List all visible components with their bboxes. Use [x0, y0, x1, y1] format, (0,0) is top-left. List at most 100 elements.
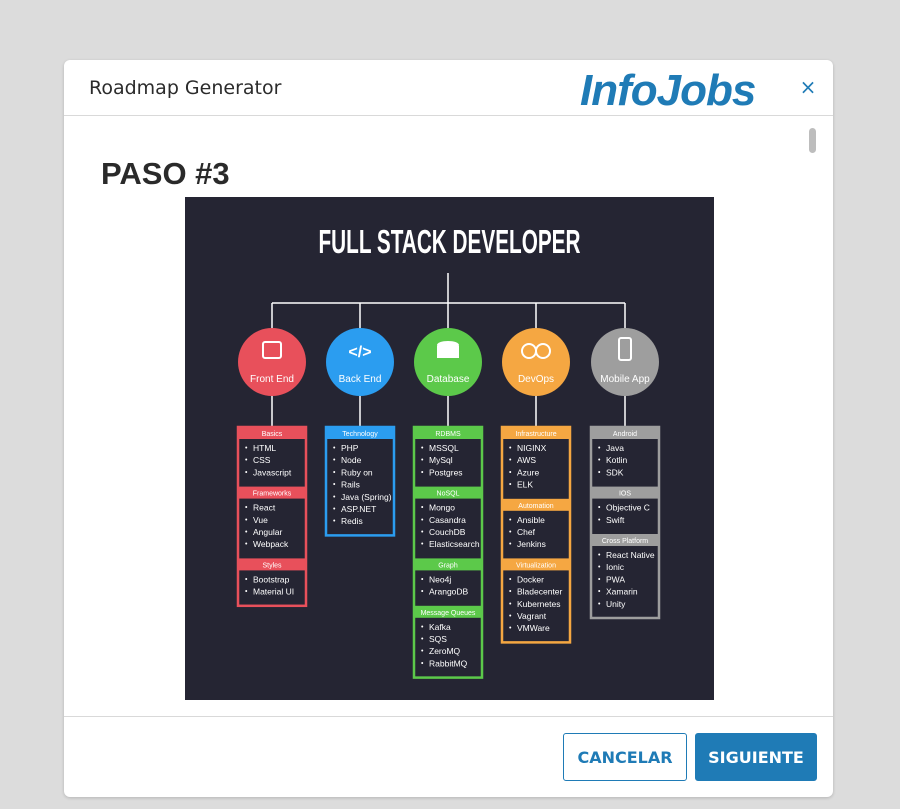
group-title: Automation: [518, 503, 554, 510]
group-title: RDBMS: [435, 431, 461, 438]
cancel-button[interactable]: CANCELAR: [563, 733, 687, 781]
bullet: •: [245, 505, 248, 512]
group-item: Kotlin: [606, 455, 628, 465]
bullet: •: [598, 517, 601, 524]
mobile-phone-icon: [618, 337, 632, 361]
group-title: Virtualization: [516, 562, 556, 569]
bullet: •: [421, 529, 424, 536]
bullet: •: [421, 517, 424, 524]
group-item: Azure: [517, 467, 539, 477]
category-label-database: Database: [427, 374, 470, 385]
group-item: Kubernetes: [517, 599, 560, 609]
close-icon[interactable]: ×: [799, 75, 817, 99]
group-item: CSS: [253, 455, 271, 465]
bullet: •: [421, 541, 424, 548]
step-title: PASO #3: [101, 156, 230, 191]
group-item: HTML: [253, 443, 276, 453]
category-box-mobile-app: [589, 425, 661, 620]
bullet: •: [598, 457, 601, 464]
group-item: Javascript: [253, 467, 292, 477]
group-item: Bladecenter: [517, 587, 563, 597]
group-item: Chef: [517, 527, 536, 537]
bullet: •: [421, 636, 424, 643]
bullet: •: [333, 506, 336, 513]
category-circle-devops: [502, 328, 570, 396]
bullet: •: [509, 576, 512, 583]
bullet: •: [509, 482, 512, 489]
group-header-front-end: [238, 558, 306, 571]
group-header-back-end: [326, 427, 394, 439]
group-header-mobile-app: [591, 534, 659, 546]
group-title: Styles: [262, 562, 282, 569]
bullet: •: [509, 589, 512, 596]
bullet: •: [509, 613, 512, 620]
group-header-devops: [502, 427, 570, 439]
group-item: Webpack: [253, 539, 289, 549]
group-item: Ansible: [517, 515, 545, 525]
group-title: Message Queues: [421, 610, 476, 617]
category-box-database: [412, 425, 484, 679]
bullet: •: [245, 469, 248, 476]
bullet: •: [333, 457, 336, 464]
group-item: ASP.NET: [341, 504, 376, 514]
scrollbar-thumb[interactable]: [809, 128, 816, 153]
group-title: NoSQL: [437, 491, 460, 498]
bullet: •: [509, 469, 512, 476]
group-title: Cross Platform: [602, 538, 648, 545]
group-title: Basics: [262, 431, 283, 438]
bullet: •: [421, 589, 424, 596]
group-item: Java (Spring): [341, 492, 392, 502]
group-item: Objective C: [606, 503, 650, 513]
group-title: IOS: [619, 491, 631, 498]
bullet: •: [245, 445, 248, 452]
group-header-mobile-app: [591, 486, 659, 499]
bullet: •: [598, 601, 601, 608]
group-item: SDK: [606, 467, 624, 477]
group-item: Java: [606, 443, 624, 453]
group-item: React Native: [606, 550, 655, 560]
category-box-front-end: [236, 425, 308, 608]
bullet: •: [598, 576, 601, 583]
group-item: PWA: [606, 574, 625, 584]
bullet: •: [333, 469, 336, 476]
category-box-devops: [500, 425, 572, 644]
group-title: Technology: [342, 431, 378, 438]
bullet: •: [421, 624, 424, 631]
bullet: •: [333, 482, 336, 489]
category-label-back-end: Back End: [339, 374, 382, 385]
category-circle-mobile-app: [591, 328, 659, 396]
category-circle-database: [414, 328, 482, 396]
modal-footer: CANCELAR SIGUIENTE: [64, 716, 833, 797]
group-item: MSSQL: [429, 443, 459, 453]
bullet: •: [598, 589, 601, 596]
bullet: •: [245, 517, 248, 524]
category-label-front-end: Front End: [250, 374, 294, 385]
bullet: •: [509, 541, 512, 548]
group-item: Kafka: [429, 622, 451, 632]
bullet: •: [421, 505, 424, 512]
bullet: •: [509, 601, 512, 608]
group-item: ELK: [517, 480, 533, 490]
group-item: Postgres: [429, 467, 463, 477]
group-item: React: [253, 503, 276, 513]
infinity-icon-loop: [535, 343, 551, 359]
group-item: Node: [341, 455, 362, 465]
bullet: •: [598, 505, 601, 512]
code-icon: </>: [348, 344, 371, 361]
group-item: SQS: [429, 634, 447, 644]
bullet: •: [509, 625, 512, 632]
group-item: PHP: [341, 443, 359, 453]
group-item: RabbitMQ: [429, 658, 468, 668]
bullet: •: [598, 552, 601, 559]
database-icon-body: [437, 346, 459, 358]
next-button[interactable]: SIGUIENTE: [695, 733, 817, 781]
group-item: Xamarin: [606, 587, 638, 597]
group-item: Mongo: [429, 503, 455, 513]
group-item: Bootstrap: [253, 574, 290, 584]
group-item: Redis: [341, 516, 363, 526]
modal-header: Roadmap Generator InfoJobs ×: [64, 60, 833, 116]
group-item: Vue: [253, 515, 268, 525]
